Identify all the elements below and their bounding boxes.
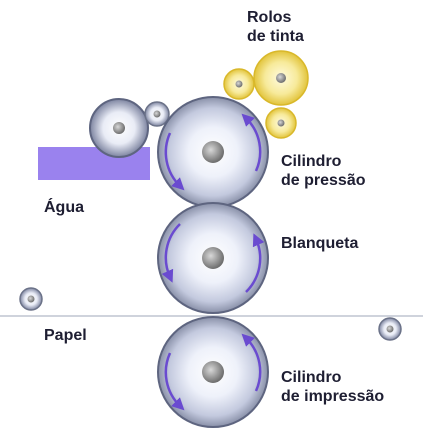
impression-arrow-left bbox=[164, 352, 185, 411]
ink-rollers-label: Rolos de tinta bbox=[247, 8, 304, 46]
ink-roller-left bbox=[223, 68, 255, 100]
paper-label-text: Papel bbox=[44, 327, 87, 344]
blanket-label-text: Blanqueta bbox=[281, 235, 359, 252]
transfer-roller bbox=[144, 101, 170, 127]
ink-roller-bottom bbox=[265, 107, 297, 139]
ink-rollers-label-line2: de tinta bbox=[247, 28, 304, 45]
water-roller bbox=[89, 98, 149, 158]
impression-cylinder bbox=[157, 316, 269, 428]
blanket-arrow-right bbox=[245, 233, 265, 293]
plate-cylinder-arrow-right bbox=[241, 113, 262, 172]
water-label: Água bbox=[44, 198, 84, 217]
blanket-label: Blanqueta bbox=[281, 234, 358, 253]
paper-label: Papel bbox=[44, 326, 87, 345]
water-label-text: Água bbox=[44, 199, 84, 216]
paper-roller-left bbox=[19, 287, 43, 311]
impression-cylinder-label-line1: Cilindro bbox=[281, 369, 342, 386]
ink-roller-large bbox=[253, 50, 309, 106]
plate-cylinder-arrow-left bbox=[164, 132, 185, 191]
plate-cylinder bbox=[157, 96, 269, 208]
impression-cylinder-label-line2: de impressão bbox=[281, 388, 385, 405]
plate-cylinder-label-line2: de pressão bbox=[281, 172, 366, 189]
ink-rollers-label-line1: Rolos bbox=[247, 9, 292, 26]
blanket-arrow-left bbox=[161, 223, 181, 283]
impression-cylinder-label: Cilindro de impressão bbox=[281, 368, 384, 406]
plate-cylinder-label-line1: Cilindro bbox=[281, 153, 342, 170]
paper-roller-right bbox=[378, 317, 402, 341]
impression-arrow-right bbox=[241, 333, 262, 392]
blanket-cylinder bbox=[157, 202, 269, 314]
plate-cylinder-label: Cilindro de pressão bbox=[281, 152, 365, 190]
